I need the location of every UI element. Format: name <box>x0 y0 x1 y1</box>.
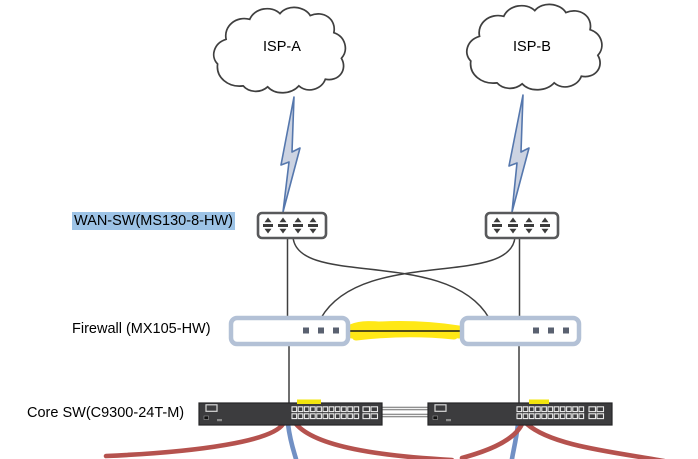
switch-port-glyphs <box>492 217 550 234</box>
red-cable <box>103 421 286 459</box>
core-switch-1-icon <box>198 399 383 426</box>
lightning-bolt-icon-right <box>508 94 530 213</box>
switch-port-glyphs <box>263 217 318 234</box>
module-slot <box>205 404 218 412</box>
wan-switch-1-icon <box>256 211 328 240</box>
stack-cables <box>380 406 430 418</box>
wan-switch-label: WAN-SW(MS130-8-HW) <box>72 212 235 230</box>
port-bank <box>291 406 379 420</box>
red-cable <box>293 421 455 459</box>
wan-switch-2-icon <box>484 211 560 240</box>
access-cables <box>103 421 666 459</box>
blue-cable <box>285 421 299 459</box>
red-cable <box>524 421 666 459</box>
yellow-port-highlight <box>529 399 549 404</box>
firewall-1-icon <box>228 315 351 347</box>
red-cable <box>459 421 525 459</box>
wan-to-firewall-links <box>286 236 521 404</box>
isp-a-label: ISP-A <box>263 39 301 55</box>
lightning-bolt-icon-left <box>280 96 301 213</box>
firewall-2-icon <box>459 315 582 347</box>
firewall-label: Firewall (MX105-HW) <box>72 321 211 337</box>
yellow-port-highlight <box>297 399 321 404</box>
core-switch-2-icon <box>427 399 613 426</box>
isp-a-cloud <box>212 6 347 94</box>
module-slot <box>434 404 447 412</box>
cloud-shape <box>212 6 347 94</box>
isp-b-label: ISP-B <box>513 39 551 55</box>
link-wan1-fw2-cross <box>292 236 490 319</box>
firewall-ha-link-highlight <box>345 321 466 341</box>
cloud-shape <box>465 3 603 91</box>
isp-b-cloud <box>465 3 603 91</box>
core-switch-label: Core SW(C9300-24T-M) <box>27 405 185 421</box>
port-bank <box>516 406 605 420</box>
wan-switch-label-highlight: WAN-SW(MS130-8-HW) <box>72 212 235 230</box>
link-wan2-fw1-cross <box>320 236 516 319</box>
